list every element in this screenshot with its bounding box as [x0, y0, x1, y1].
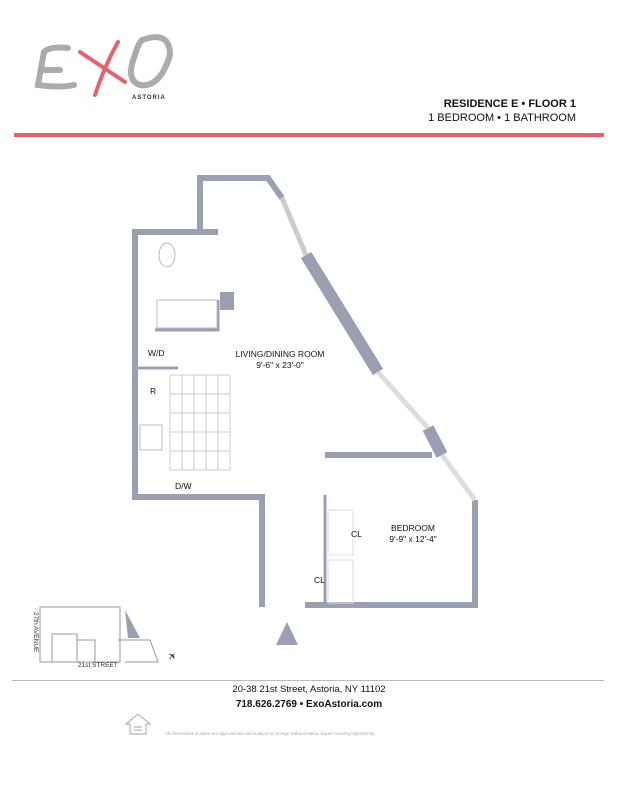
key-plan-avenue: 27th AVENUE: [32, 612, 39, 653]
room-name: LIVING/DINING ROOM: [235, 349, 325, 359]
compass-icon: ✈: [166, 650, 180, 664]
room-name: BEDROOM: [391, 523, 435, 533]
alcove-wall: [197, 175, 285, 232]
window-1: [279, 197, 309, 256]
entry-arrow-icon: [276, 622, 298, 645]
footer-divider: [12, 680, 604, 681]
key-plan-street: 21st STREET: [78, 662, 118, 669]
key-plan: [39, 606, 159, 663]
closet-label: CL: [314, 575, 325, 585]
bath-wall: [155, 300, 220, 332]
bathtub-icon: [156, 299, 218, 329]
refrigerator-label: R: [150, 386, 157, 396]
living-room-label: LIVING/DINING ROOM 9'-6" x 23'-0": [220, 349, 340, 371]
logo-subtext: ASTORIA: [132, 95, 166, 101]
key-plan-highlight: [125, 610, 140, 638]
kitchen-tile-grid: [169, 374, 231, 471]
layout-subtitle: 1 BEDROOM • 1 BATHROOM: [428, 112, 576, 124]
stove-icon: [139, 424, 163, 451]
toilet-icon: [158, 242, 176, 268]
room-dimensions: 9'-6" x 23'-0": [256, 360, 304, 370]
window-2: [376, 370, 430, 430]
floor-plan-drawing: ✈: [39, 175, 478, 664]
disclaimer: All dimensions & plans are approximate a…: [165, 731, 376, 736]
residence-title: RESIDENCE E • FLOOR 1: [443, 98, 576, 110]
window-3: [439, 453, 478, 502]
exo-logo: [34, 34, 174, 97]
closet-shelves: [327, 509, 354, 604]
header-divider: [14, 133, 604, 137]
room-dimensions: 9'-9" x 12'-4": [389, 534, 437, 544]
wd-label: W/D: [148, 348, 165, 358]
bottom-wall: [305, 500, 478, 608]
closet-label: CL: [351, 529, 362, 539]
outer-wall: [132, 229, 265, 607]
floor-plan: ✈ W/D R D/W LIVING/DINING ROOM 9'-6" x 2…: [0, 160, 618, 680]
window-wall-2: [422, 425, 448, 458]
dishwasher-label: D/W: [175, 481, 192, 491]
equal-housing-icon: [124, 713, 152, 735]
bedroom-label: BEDROOM 9'-9" x 12'-4": [368, 523, 458, 545]
address: 20-38 21st Street, Astoria, NY 11102: [232, 684, 386, 695]
window-wall-1: [300, 251, 384, 376]
column: [220, 292, 234, 310]
contact-info[interactable]: 718.626.2769 • ExoAstoria.com: [235, 699, 383, 710]
